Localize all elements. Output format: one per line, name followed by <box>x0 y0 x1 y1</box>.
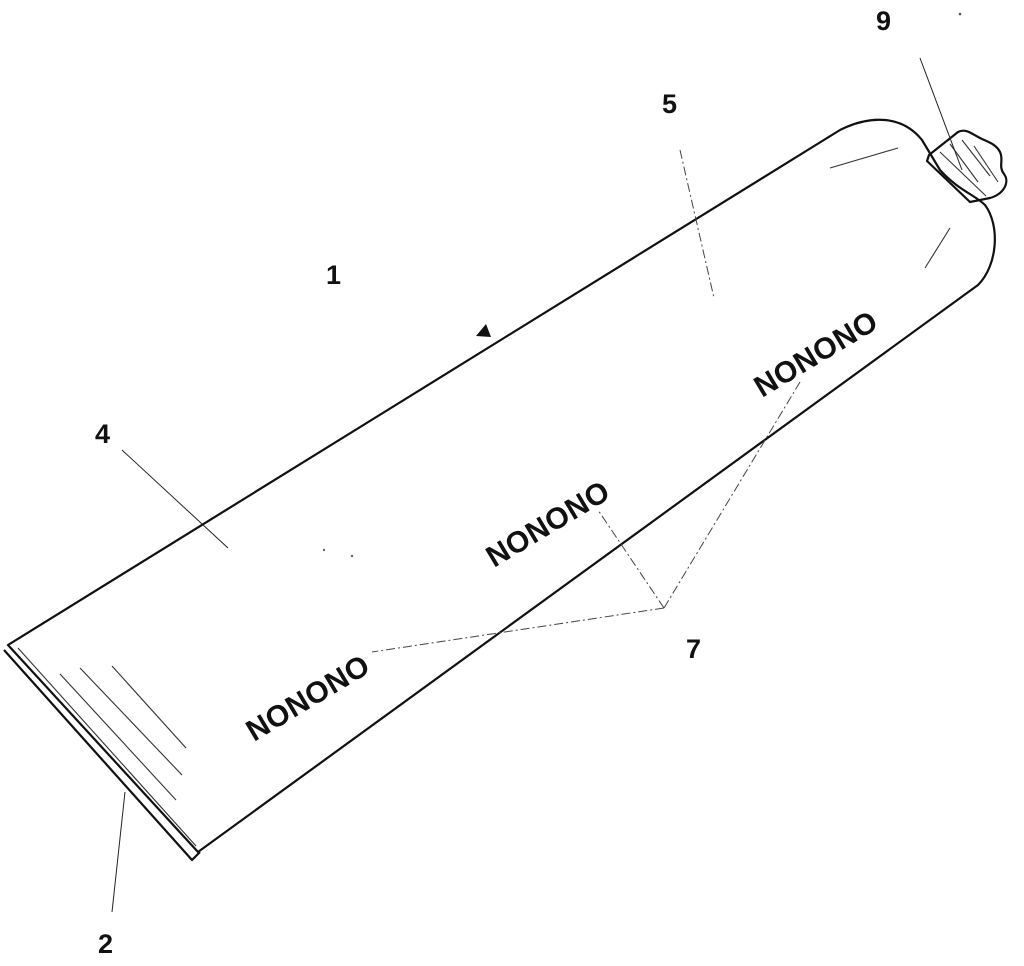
edge-arrow-marker <box>476 324 491 337</box>
speck <box>350 554 354 558</box>
imprint-markings: NONONO NONONO NONONO <box>241 305 884 748</box>
leader-7b <box>597 509 665 609</box>
crimp-ridge <box>79 667 183 776</box>
leader-4 <box>121 449 229 549</box>
cap-outline <box>925 129 1008 204</box>
ref-numeral-2: 2 <box>98 929 113 959</box>
ref-numeral-5: 5 <box>662 89 677 119</box>
shoulder-highlight <box>924 227 951 269</box>
leader-9 <box>919 57 963 171</box>
crimp-ridge <box>111 665 187 749</box>
crimp-ridge <box>59 673 177 801</box>
leader-5 <box>679 149 715 299</box>
leader-lines <box>111 57 963 913</box>
crimped-end-edge <box>3 649 201 862</box>
tube-outline <box>6 118 996 854</box>
imprint-text: NONONO <box>241 649 376 748</box>
stray-dot <box>958 12 962 16</box>
cap-thread <box>961 139 991 177</box>
reference-numerals: 1 2 4 5 7 9 <box>95 6 891 959</box>
crimp-line <box>17 647 197 847</box>
leader-7a <box>371 607 665 653</box>
cap-thread <box>973 145 999 183</box>
leader-2 <box>111 791 126 913</box>
ref-numeral-9: 9 <box>876 6 891 36</box>
shoulder-highlight <box>829 147 899 169</box>
ref-numeral-1: 1 <box>326 260 341 290</box>
speck <box>322 548 326 552</box>
imprint-text: NONONO <box>481 475 616 574</box>
ref-numeral-4: 4 <box>95 419 110 449</box>
cap-thread <box>939 151 987 197</box>
leader-7c <box>663 381 801 609</box>
imprint-text: NONONO <box>749 305 884 404</box>
tube-body <box>3 118 996 862</box>
ref-numeral-7: 7 <box>686 634 701 664</box>
